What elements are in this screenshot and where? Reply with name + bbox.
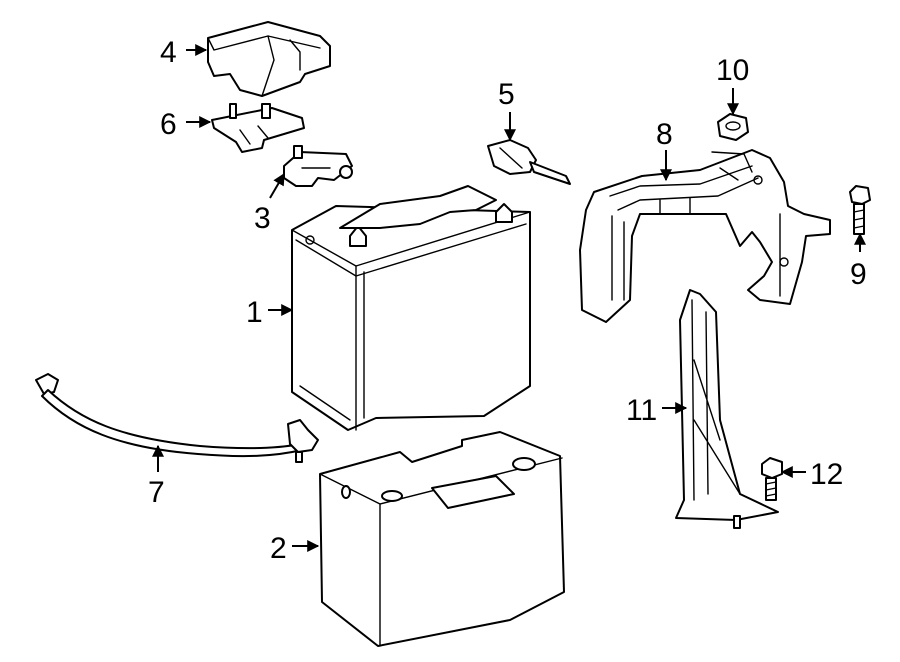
battery-tray-part (319, 431, 565, 647)
callout-7: 7 (148, 476, 165, 509)
bolt-small-part (761, 457, 783, 501)
connector-part (487, 139, 571, 185)
clamp-fuse-part (211, 103, 305, 153)
support-stay-part (675, 289, 779, 529)
hold-down-bracket-part (579, 149, 831, 323)
callout-1: 1 (246, 296, 263, 329)
callout-2: 2 (270, 532, 287, 565)
callout-5: 5 (498, 78, 515, 111)
bolt-part (849, 185, 871, 235)
nut-part (717, 113, 749, 141)
callout-8: 8 (656, 118, 673, 151)
callout-10: 10 (716, 54, 749, 87)
callout-6: 6 (160, 108, 177, 141)
callout-12: 12 (810, 458, 843, 491)
cable-part (35, 373, 319, 463)
sensor-part (283, 145, 353, 187)
terminal-cover-part (207, 21, 331, 97)
callout-11: 11 (626, 394, 657, 427)
battery-part (291, 185, 531, 431)
callout-3: 3 (254, 202, 271, 235)
callout-9: 9 (850, 258, 867, 291)
callout-4: 4 (160, 36, 177, 69)
leader-lines (152, 44, 866, 552)
